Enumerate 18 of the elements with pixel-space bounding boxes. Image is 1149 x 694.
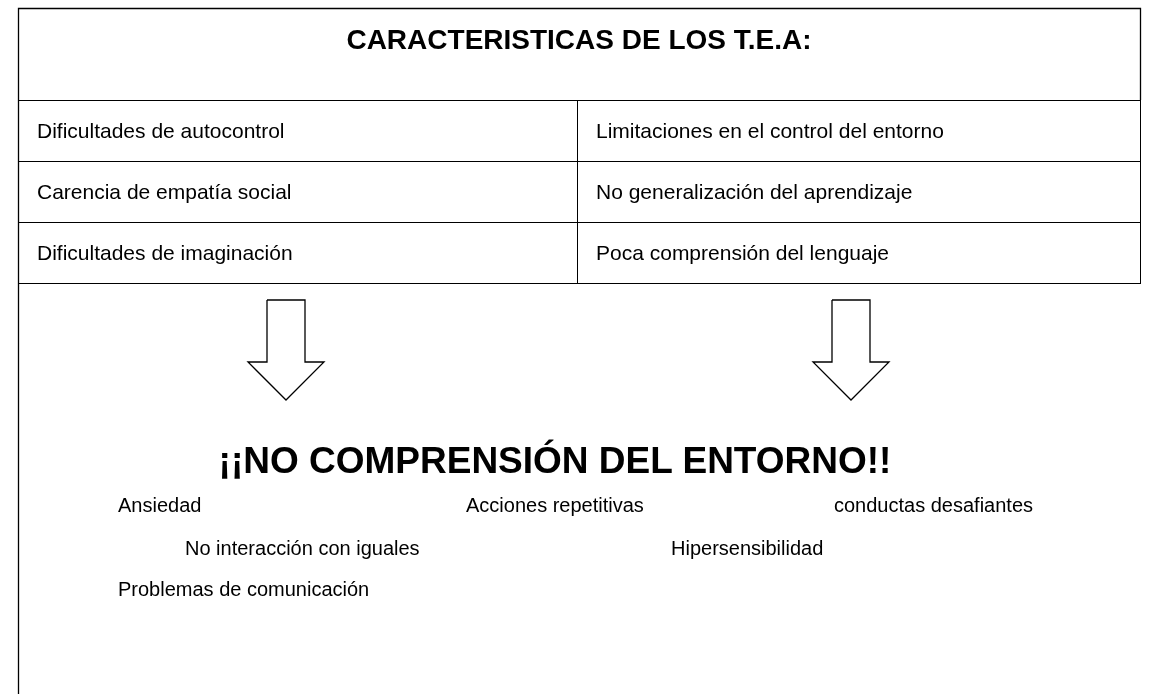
effect-label: Ansiedad xyxy=(118,494,202,517)
table-cell: Poca comprensión del lenguaje xyxy=(578,221,1140,283)
block-arrow xyxy=(811,299,891,401)
title: CARACTERISTICAS DE LOS T.E.A: xyxy=(345,24,813,56)
table-cell: Dificultades de autocontrol xyxy=(19,101,577,162)
effect-label: Problemas de comunicación xyxy=(118,578,370,601)
block-arrow xyxy=(246,299,326,401)
effect-label: Hipersensibilidad xyxy=(671,537,824,560)
effect-label: conductas desafiantes xyxy=(834,494,1034,517)
table-cell: Dificultades de imaginación xyxy=(19,221,577,283)
table-cell: Carencia de empatía social xyxy=(19,161,577,222)
table-cell: No generalización del aprendizaje xyxy=(578,161,1140,222)
effect-label: Acciones repetitivas xyxy=(466,494,644,517)
effect-label: No interacción con iguales xyxy=(185,537,420,560)
table-column xyxy=(18,100,578,284)
table-column xyxy=(577,100,1141,284)
conclusion-heading: ¡¡NO COMPRENSIÓN DEL ENTORNO!! xyxy=(60,400,1050,490)
table-cell: Limitaciones en el control del entorno xyxy=(578,101,1140,162)
